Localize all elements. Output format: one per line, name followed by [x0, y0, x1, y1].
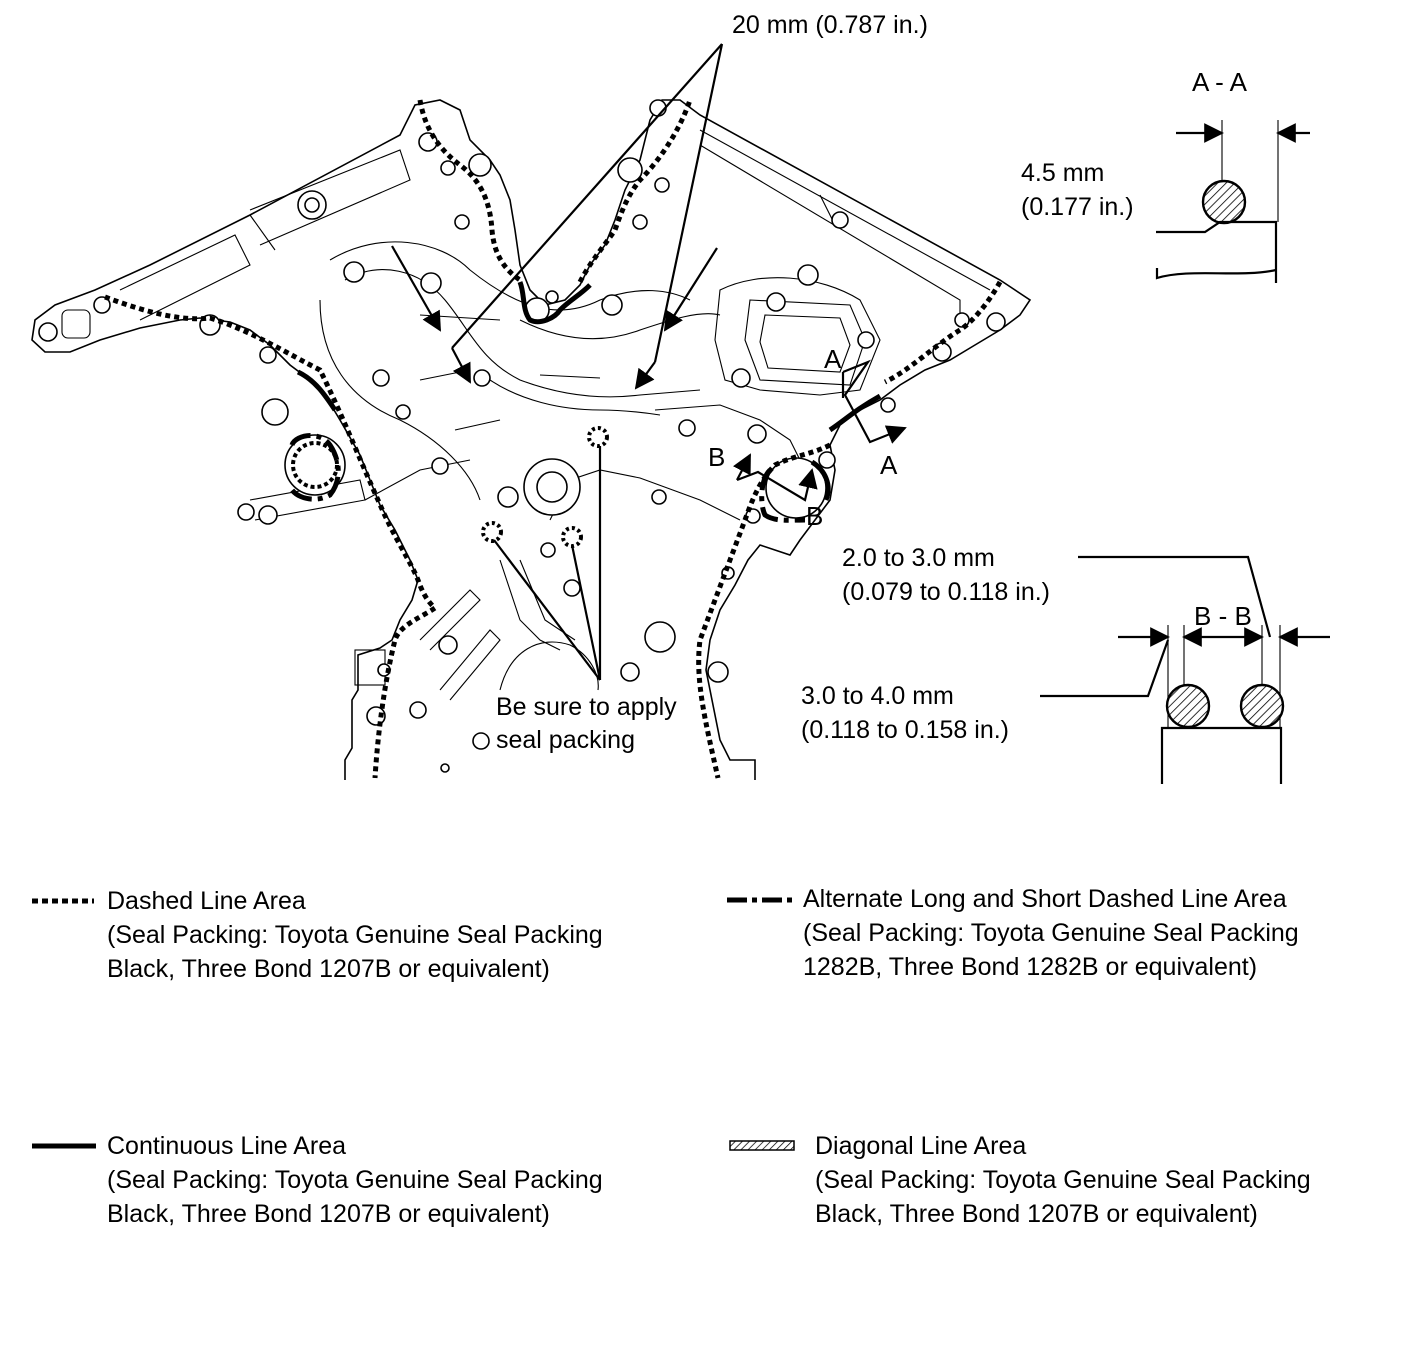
section-aa-dim-line1: 4.5 mm: [1021, 159, 1104, 187]
apply-note-line1: Be sure to apply: [496, 693, 677, 721]
section-aa-dim-line2: (0.177 in.): [1021, 193, 1134, 221]
cut-label-b-left: B: [708, 442, 725, 472]
section-b-cut: [732, 453, 818, 502]
legend-dashed: Dashed Line Area (Seal Packing: Toyota G…: [32, 884, 712, 994]
cut-label-b-right: B: [806, 501, 823, 531]
section-bb-title: B - B: [1194, 601, 1252, 631]
dashed-line-symbol: [32, 898, 94, 904]
dashed-seal-bead: [104, 99, 1003, 779]
legend-dashed-desc1: (Seal Packing: Toyota Genuine Seal Packi…: [107, 921, 603, 949]
bead-length-leaders: [391, 43, 724, 390]
continuous-line-symbol: [32, 1143, 96, 1149]
bead-length-label: 20 mm (0.787 in.): [732, 11, 928, 39]
legend-diagonal-desc1: (Seal Packing: Toyota Genuine Seal Packi…: [815, 1166, 1311, 1194]
section-aa-detail: [1155, 120, 1310, 283]
legend-diagonal: Diagonal Line Area (Seal Packing: Toyota…: [727, 1129, 1417, 1239]
continuous-seal-bead: [296, 281, 882, 501]
legend-continuous-desc1: (Seal Packing: Toyota Genuine Seal Packi…: [107, 1166, 603, 1194]
legend-continuous-title: Continuous Line Area: [107, 1132, 347, 1160]
apply-note-line2: seal packing: [496, 726, 635, 754]
bolt-holes: [38, 99, 1006, 773]
legend-continuous-desc2: Black, Three Bond 1207B or equivalent): [107, 1200, 550, 1228]
dash-dot-seal-bead: [289, 433, 806, 523]
cut-label-a-top: A: [824, 344, 842, 374]
legend-diagonal-title: Diagonal Line Area: [815, 1132, 1027, 1160]
section-bb-detail: [1040, 555, 1330, 784]
section-bb-dim1-line2: (0.079 to 0.118 in.): [842, 578, 1050, 606]
legend-dashed-title: Dashed Line Area: [107, 887, 306, 915]
legend-dash-dot-desc1: (Seal Packing: Toyota Genuine Seal Packi…: [803, 919, 1299, 947]
dash-dot-line-symbol: [727, 897, 793, 903]
section-bb-dim2-line1: 3.0 to 4.0 mm: [801, 682, 954, 710]
legend-dash-dot-title: Alternate Long and Short Dashed Line Are…: [803, 885, 1287, 913]
legend-dash-dot: Alternate Long and Short Dashed Line Are…: [727, 882, 1417, 992]
section-bb-dim2-line2: (0.118 to 0.158 in.): [801, 716, 1009, 744]
legend-dash-dot-desc2: 1282B, Three Bond 1282B or equivalent): [803, 953, 1258, 981]
apply-note-leaders: [493, 446, 602, 681]
legend-continuous: Continuous Line Area (Seal Packing: Toyo…: [32, 1129, 712, 1239]
cut-label-a-bottom: A: [880, 450, 898, 480]
timing-cover-outline: [31, 99, 1032, 780]
section-aa-title: A - A: [1192, 67, 1248, 97]
legend-dashed-desc2: Black, Three Bond 1207B or equivalent): [107, 955, 550, 983]
section-a-cut: [841, 359, 907, 444]
diagonal-hatch-symbol: [729, 1140, 795, 1151]
legend-diagonal-desc2: Black, Three Bond 1207B or equivalent): [815, 1200, 1258, 1228]
section-bb-dim1-line1: 2.0 to 3.0 mm: [842, 544, 995, 572]
